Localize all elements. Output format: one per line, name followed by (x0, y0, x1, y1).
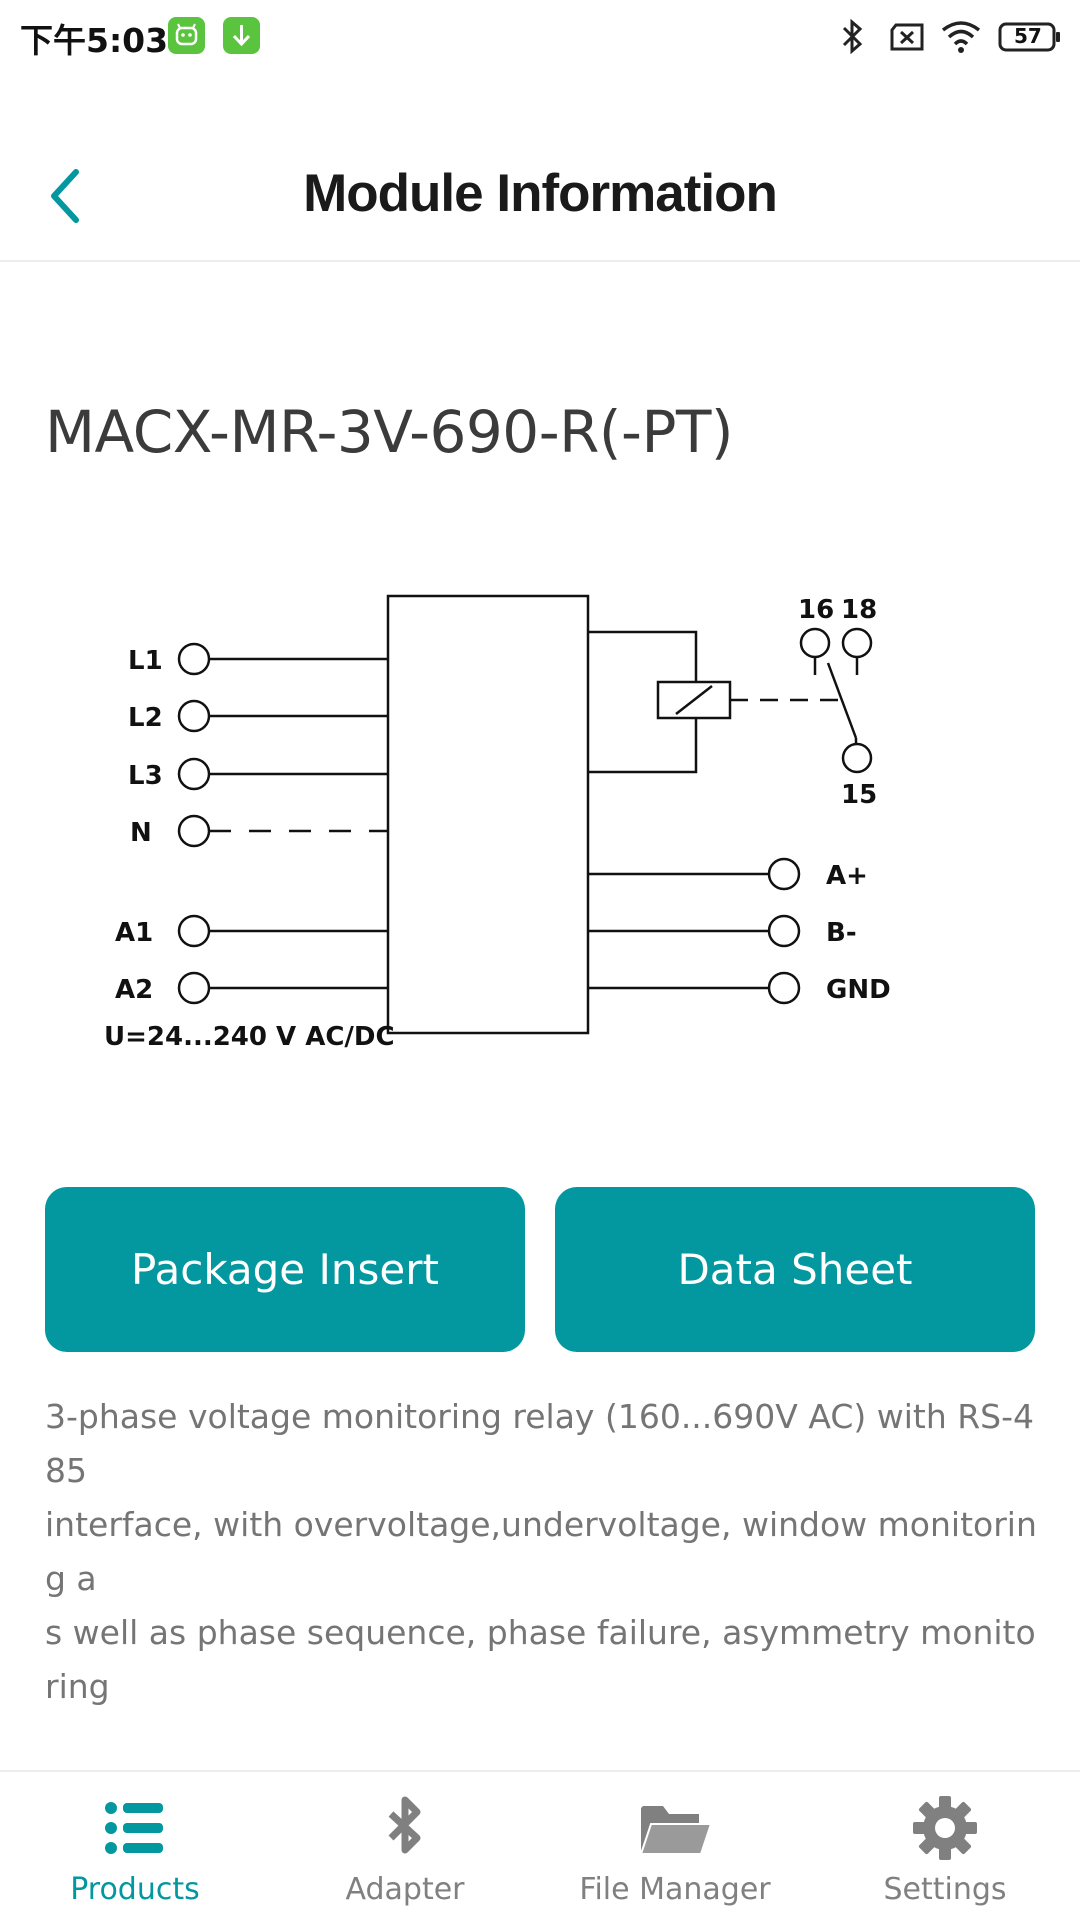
terminal-a2: A2 (115, 971, 388, 1005)
nav-item-settings[interactable]: Settings (810, 1772, 1080, 1922)
terminal-label-gnd: GND (826, 975, 891, 1005)
nav-label-file-manager: File Manager (579, 1872, 771, 1907)
terminal-l3: L3 (128, 757, 388, 791)
wiring-diagram: L1 L2 L3 N A1 A2 U=24...240 V AC/DC (104, 594, 891, 1052)
supply-voltage-label: U=24...240 V AC/DC (104, 1022, 395, 1052)
terminal-a1: A1 (115, 914, 388, 948)
description-line: s well as phase sequence, phase failure,… (45, 1613, 1036, 1706)
module-box (386, 594, 590, 1035)
nav-label-settings: Settings (883, 1872, 1007, 1907)
list-icon (105, 1802, 163, 1854)
back-button[interactable] (40, 166, 92, 226)
app-bar: Module Information (0, 76, 1080, 262)
description-line: interface, with overvoltage,undervoltage… (45, 1505, 1037, 1598)
terminal-label-a-plus: A+ (826, 861, 868, 891)
package-insert-button[interactable]: Package Insert (45, 1187, 525, 1352)
terminal-gnd: GND (588, 971, 891, 1005)
no-sim-icon (890, 23, 924, 51)
data-sheet-button[interactable]: Data Sheet (555, 1187, 1035, 1352)
wifi-icon (941, 21, 981, 53)
terminal-l2: L2 (128, 699, 388, 733)
terminal-n: N (130, 814, 388, 848)
nav-item-products[interactable]: Products (0, 1772, 270, 1922)
terminal-label-l3: L3 (128, 761, 163, 791)
chevron-left-icon (51, 169, 79, 223)
terminal-label-l2: L2 (128, 703, 163, 733)
terminal-label-a2: A2 (115, 975, 153, 1005)
module-description: 3-phase voltage monitoring relay (160...… (45, 1390, 1045, 1714)
nav-label-adapter: Adapter (345, 1872, 465, 1907)
terminal-label-b-minus: B- (826, 918, 857, 948)
terminal-l1: L1 (128, 642, 388, 676)
terminal-label-a1: A1 (115, 918, 153, 948)
terminal-b-minus: B- (588, 914, 857, 948)
relay-contact: 16 18 15 (798, 595, 877, 810)
battery-icon: 57 (998, 21, 1062, 53)
module-name: MACX-MR-3V-690-R(-PT) (45, 398, 734, 466)
relay-terminal-16: 16 (798, 595, 834, 625)
description-line: 3-phase voltage monitoring relay (160...… (45, 1397, 1035, 1490)
gear-icon (913, 1796, 977, 1860)
status-time: 下午5:03 (20, 21, 169, 60)
terminal-label-n: N (130, 818, 152, 848)
download-icon (223, 17, 260, 54)
nav-item-adapter[interactable]: Adapter (270, 1772, 540, 1922)
android-app-icon (168, 17, 205, 54)
page-title: Module Information (303, 164, 778, 223)
folder-icon (639, 1806, 713, 1855)
terminal-label-l1: L1 (128, 646, 163, 676)
nav-item-file-manager[interactable]: File Manager (540, 1772, 810, 1922)
nav-label-products: Products (70, 1872, 200, 1907)
bottom-nav: Products Adapter File Manager (0, 1770, 1080, 1922)
relay-terminal-18: 18 (841, 595, 877, 625)
status-bar: 下午5:03 57 (0, 0, 1080, 76)
battery-level: 57 (1014, 24, 1042, 48)
bluetooth-icon (388, 1796, 421, 1854)
bluetooth-icon (842, 18, 863, 55)
relay-terminal-15: 15 (841, 780, 877, 810)
terminal-a-plus: A+ (588, 857, 868, 891)
